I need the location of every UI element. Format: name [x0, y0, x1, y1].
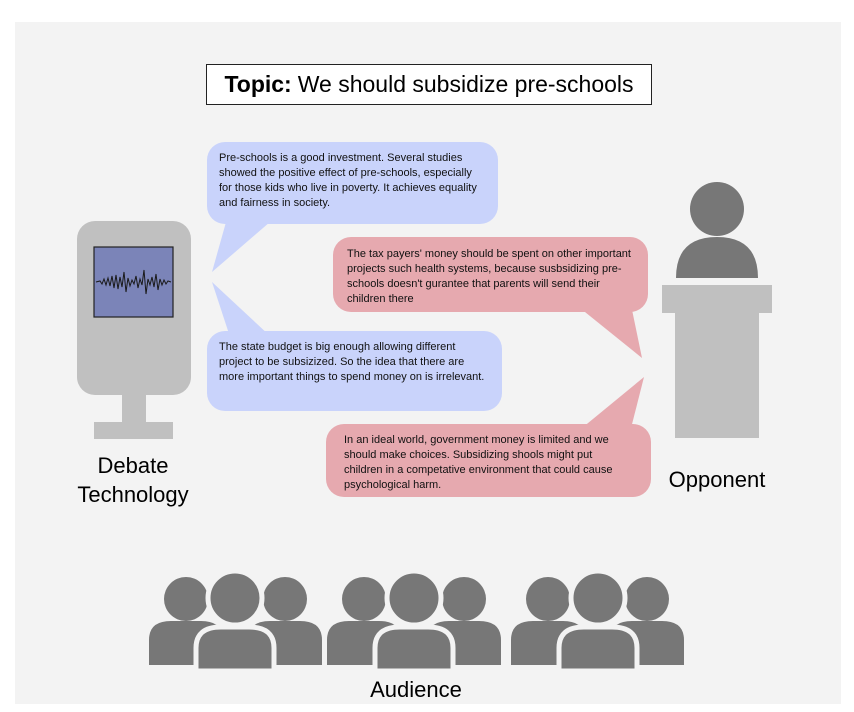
waveform-icon [95, 269, 172, 295]
opponent-label: Opponent [668, 467, 766, 492]
debate-technology-label-line2: Technology [77, 482, 189, 507]
debate-technology-label-line1: Debate [97, 453, 169, 478]
opponent-icon [662, 182, 772, 438]
audience-icon [149, 568, 684, 674]
debater-argument-2: The state budget is big enough allowing … [207, 331, 502, 411]
debater-bubble-tail-top [212, 215, 270, 272]
opponent-bubble-tail-top [580, 300, 642, 358]
debater-bubble-tail-bottom [212, 282, 270, 343]
audience-label: Audience [370, 677, 462, 702]
debate-device-icon [77, 221, 191, 439]
debate-technology-label: Debate Technology [60, 451, 206, 509]
audience-group-3 [511, 568, 684, 674]
topic-text: We should subsidize pre-schools [297, 71, 634, 97]
topic-box: Topic: We should subsidize pre-schools [206, 64, 652, 105]
topic-prefix: Topic: [224, 71, 292, 97]
opponent-argument-2: In an ideal world, government money is l… [326, 424, 651, 497]
opponent-argument-1: The tax payers' money should be spent on… [333, 237, 648, 312]
debater-argument-1: Pre-schools is a good investment. Severa… [207, 142, 498, 224]
audience-group-2 [327, 568, 501, 674]
audience-group-1 [149, 568, 322, 674]
